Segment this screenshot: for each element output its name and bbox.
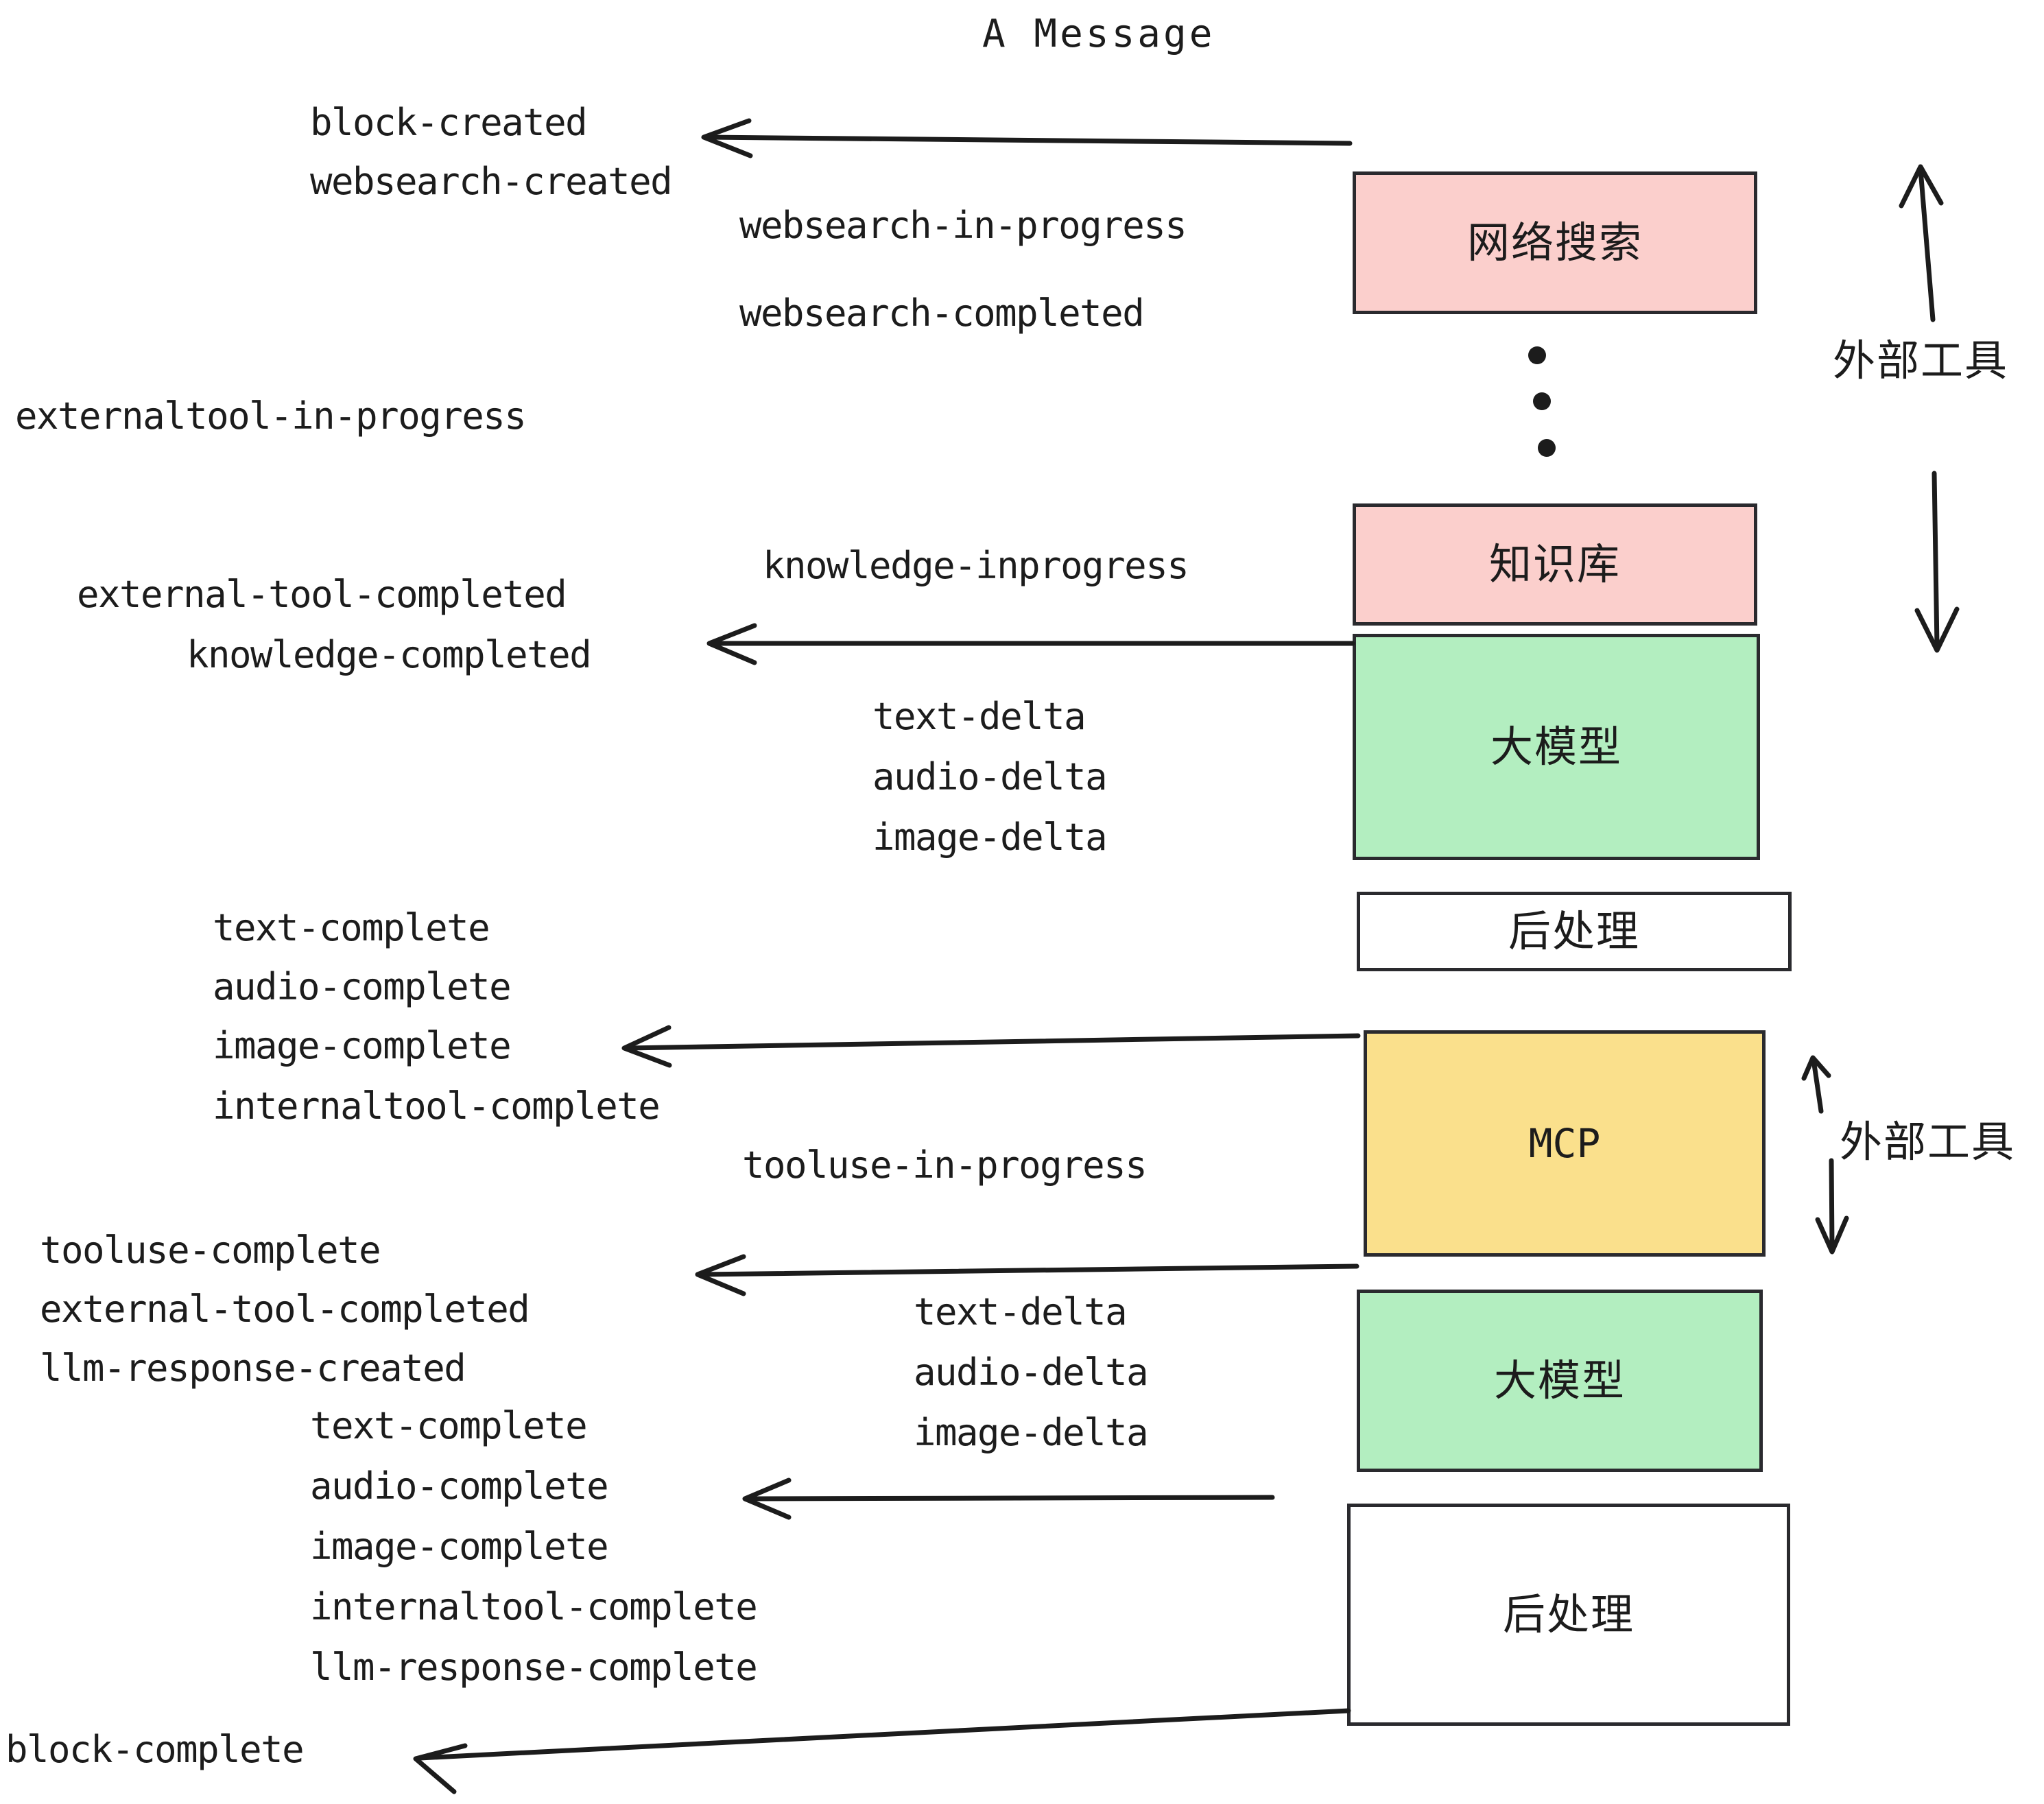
node-websearch[interactable]: 网络搜索	[1353, 171, 1757, 314]
event-label-text-complete-2: text-complete	[310, 1404, 588, 1447]
node-postprocess-bottom[interactable]: 后处理	[1347, 1504, 1790, 1726]
event-label-audio-complete-2: audio-complete	[310, 1464, 609, 1508]
event-label-external-tool-completed-2: external-tool-completed	[40, 1287, 530, 1331]
event-label-audio-complete-1: audio-complete	[213, 965, 512, 1008]
node-llm-bottom-label: 大模型	[1493, 1355, 1626, 1405]
event-label-text-delta-1: text-delta	[872, 695, 1086, 738]
event-label-audio-delta-1: audio-delta	[872, 755, 1108, 798]
arrow-knowledge-to-events	[706, 623, 1355, 665]
event-label-websearch-completed: websearch-completed	[739, 292, 1145, 335]
arrow-mcp-to-events	[695, 1254, 1359, 1296]
event-label-audio-delta-2: audio-delta	[914, 1351, 1149, 1394]
event-label-tooluse-in-progress: tooluse-in-progress	[742, 1143, 1148, 1187]
ellipsis-dot-3	[1538, 439, 1556, 457]
event-label-externaltool-in-progress: externaltool-in-progress	[15, 394, 527, 438]
group-arrow-external-tool-bottom-up	[1801, 1055, 1831, 1114]
event-label-internaltool-complete-2: internaltool-complete	[310, 1585, 758, 1628]
arrow-postprocess-bottom-to-block-complete	[413, 1708, 1351, 1794]
group-arrow-external-tool-top-up	[1899, 164, 1944, 322]
event-label-external-tool-completed-1: external-tool-completed	[77, 573, 567, 616]
arrow-postprocess-top-to-events	[621, 1025, 1361, 1068]
event-label-internaltool-complete-1: internaltool-complete	[213, 1084, 661, 1128]
event-label-text-complete-1: text-complete	[213, 906, 490, 949]
group-label-external-tool-top: 外部工具	[1833, 335, 2009, 385]
ellipsis-dot-1	[1528, 346, 1546, 364]
node-knowledge[interactable]: 知识库	[1353, 503, 1757, 626]
group-arrow-external-tool-top-down	[1914, 471, 1960, 653]
page-title: A Message	[982, 12, 1215, 56]
event-label-knowledge-inprogress: knowledge-inprogress	[763, 544, 1189, 587]
event-label-image-delta-2: image-delta	[914, 1411, 1149, 1454]
arrow-websearch-to-events	[701, 118, 1353, 158]
event-label-image-complete-2: image-complete	[310, 1525, 609, 1568]
event-label-tooluse-complete: tooluse-complete	[40, 1229, 381, 1272]
node-postprocess-top-label: 后处理	[1508, 906, 1640, 956]
node-mcp-label: MCP	[1528, 1120, 1601, 1167]
node-knowledge-label: 知识库	[1488, 539, 1621, 589]
event-label-text-delta-2: text-delta	[914, 1290, 1128, 1333]
event-label-websearch-created: websearch-created	[310, 160, 673, 203]
event-label-image-complete-1: image-complete	[213, 1024, 512, 1067]
event-label-image-delta-1: image-delta	[872, 816, 1108, 859]
node-websearch-label: 网络搜索	[1466, 217, 1643, 268]
node-postprocess-top[interactable]: 后处理	[1357, 892, 1792, 971]
ellipsis-dot-2	[1533, 392, 1551, 410]
node-llm-top-label: 大模型	[1490, 722, 1622, 772]
event-label-llm-response-created: llm-response-created	[40, 1346, 466, 1390]
arrow-llm-bottom-to-events	[742, 1477, 1275, 1520]
node-postprocess-bottom-label: 后处理	[1502, 1589, 1635, 1639]
node-llm-bottom[interactable]: 大模型	[1357, 1290, 1763, 1472]
event-label-websearch-in-progress: websearch-in-progress	[739, 204, 1187, 247]
event-label-knowledge-completed: knowledge-completed	[187, 633, 592, 676]
node-llm-top[interactable]: 大模型	[1353, 634, 1760, 860]
node-mcp[interactable]: MCP	[1364, 1030, 1766, 1257]
group-arrow-external-tool-bottom-down	[1815, 1158, 1849, 1255]
event-label-llm-response-complete: llm-response-complete	[310, 1646, 758, 1689]
event-label-block-created: block-created	[310, 101, 588, 144]
event-label-block-complete: block-complete	[5, 1728, 305, 1771]
group-label-external-tool-bottom: 外部工具	[1840, 1117, 2016, 1167]
